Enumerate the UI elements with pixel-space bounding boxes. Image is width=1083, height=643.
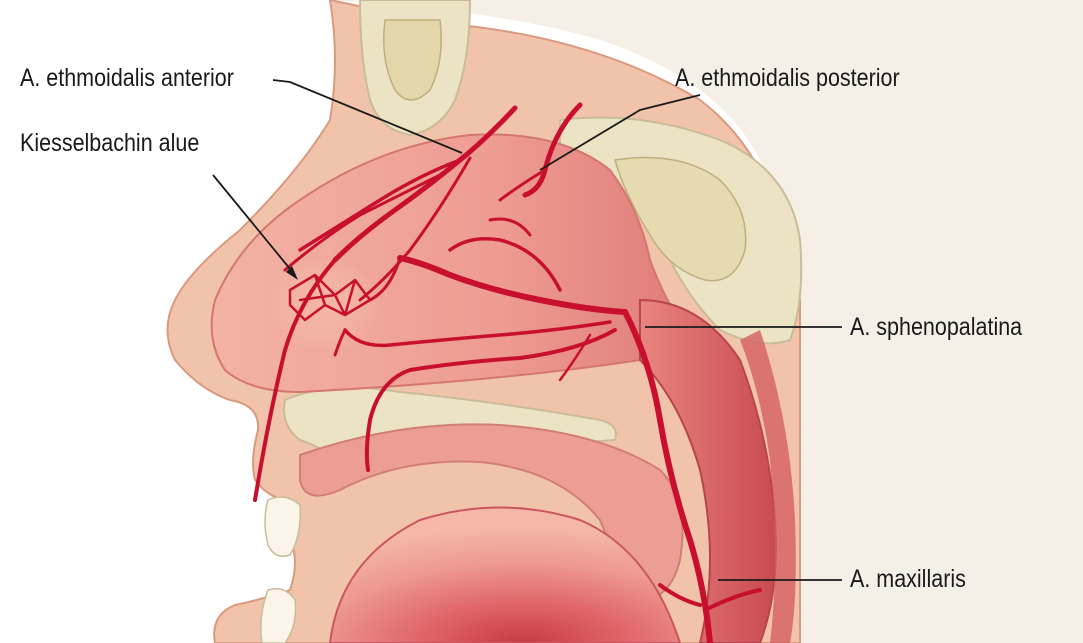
label-sphenopalatina: A. sphenopalatina	[850, 315, 1022, 340]
label-maxillaris: A. maxillaris	[850, 567, 966, 592]
label-ethmoidalis-anterior: A. ethmoidalis anterior	[20, 66, 234, 91]
label-kiesselbach-area: Kiesselbachin alue	[20, 131, 199, 156]
label-ethmoidalis-posterior: A. ethmoidalis posterior	[675, 66, 900, 91]
incisor-lower	[261, 589, 296, 643]
